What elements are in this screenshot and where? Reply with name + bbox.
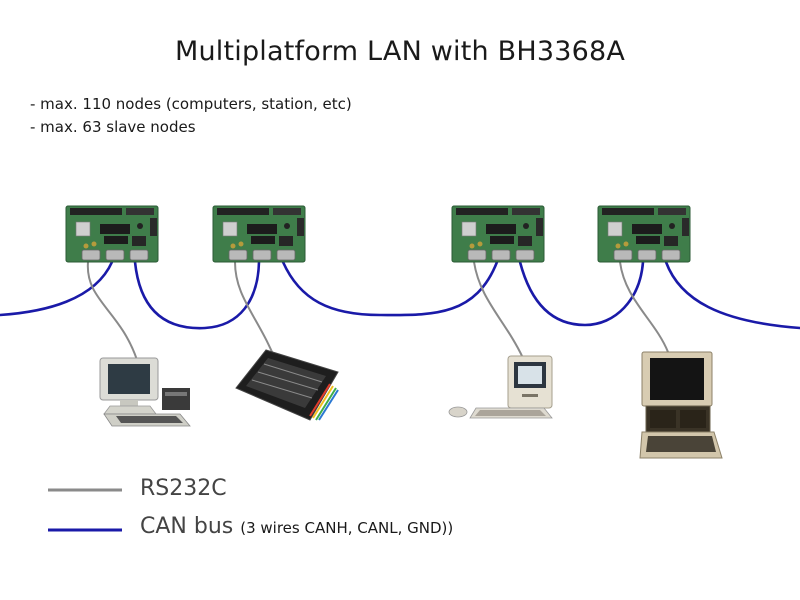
bh3368a-board	[597, 205, 691, 263]
note-max-nodes: - max. 110 nodes (computers, station, et…	[30, 95, 352, 113]
bh3368a-board	[212, 205, 306, 263]
legend-can: CAN bus (3 wires CANH, CANL, GND))	[140, 514, 453, 539]
commodore-pc-icon	[99, 357, 191, 427]
page-title: Multiplatform LAN with BH3368A	[174, 36, 626, 67]
bh3368a-board	[451, 205, 545, 263]
rs232-cable	[86, 261, 669, 373]
apple-ii-icon	[639, 351, 723, 459]
notes: - max. 110 nodes (computers, station, et…	[30, 93, 352, 139]
can-bus-cable	[0, 260, 800, 330]
legend-can-label: CAN bus	[140, 514, 234, 539]
note-max-slaves: - max. 63 slave nodes	[30, 118, 196, 136]
macintosh-icon	[448, 355, 553, 419]
legend-can-detail: (3 wires CANH, CANL, GND))	[240, 519, 454, 537]
legend-rs232-label: RS232C	[140, 476, 227, 501]
bh3368a-board	[65, 205, 159, 263]
zx-spectrum-icon	[235, 349, 339, 421]
